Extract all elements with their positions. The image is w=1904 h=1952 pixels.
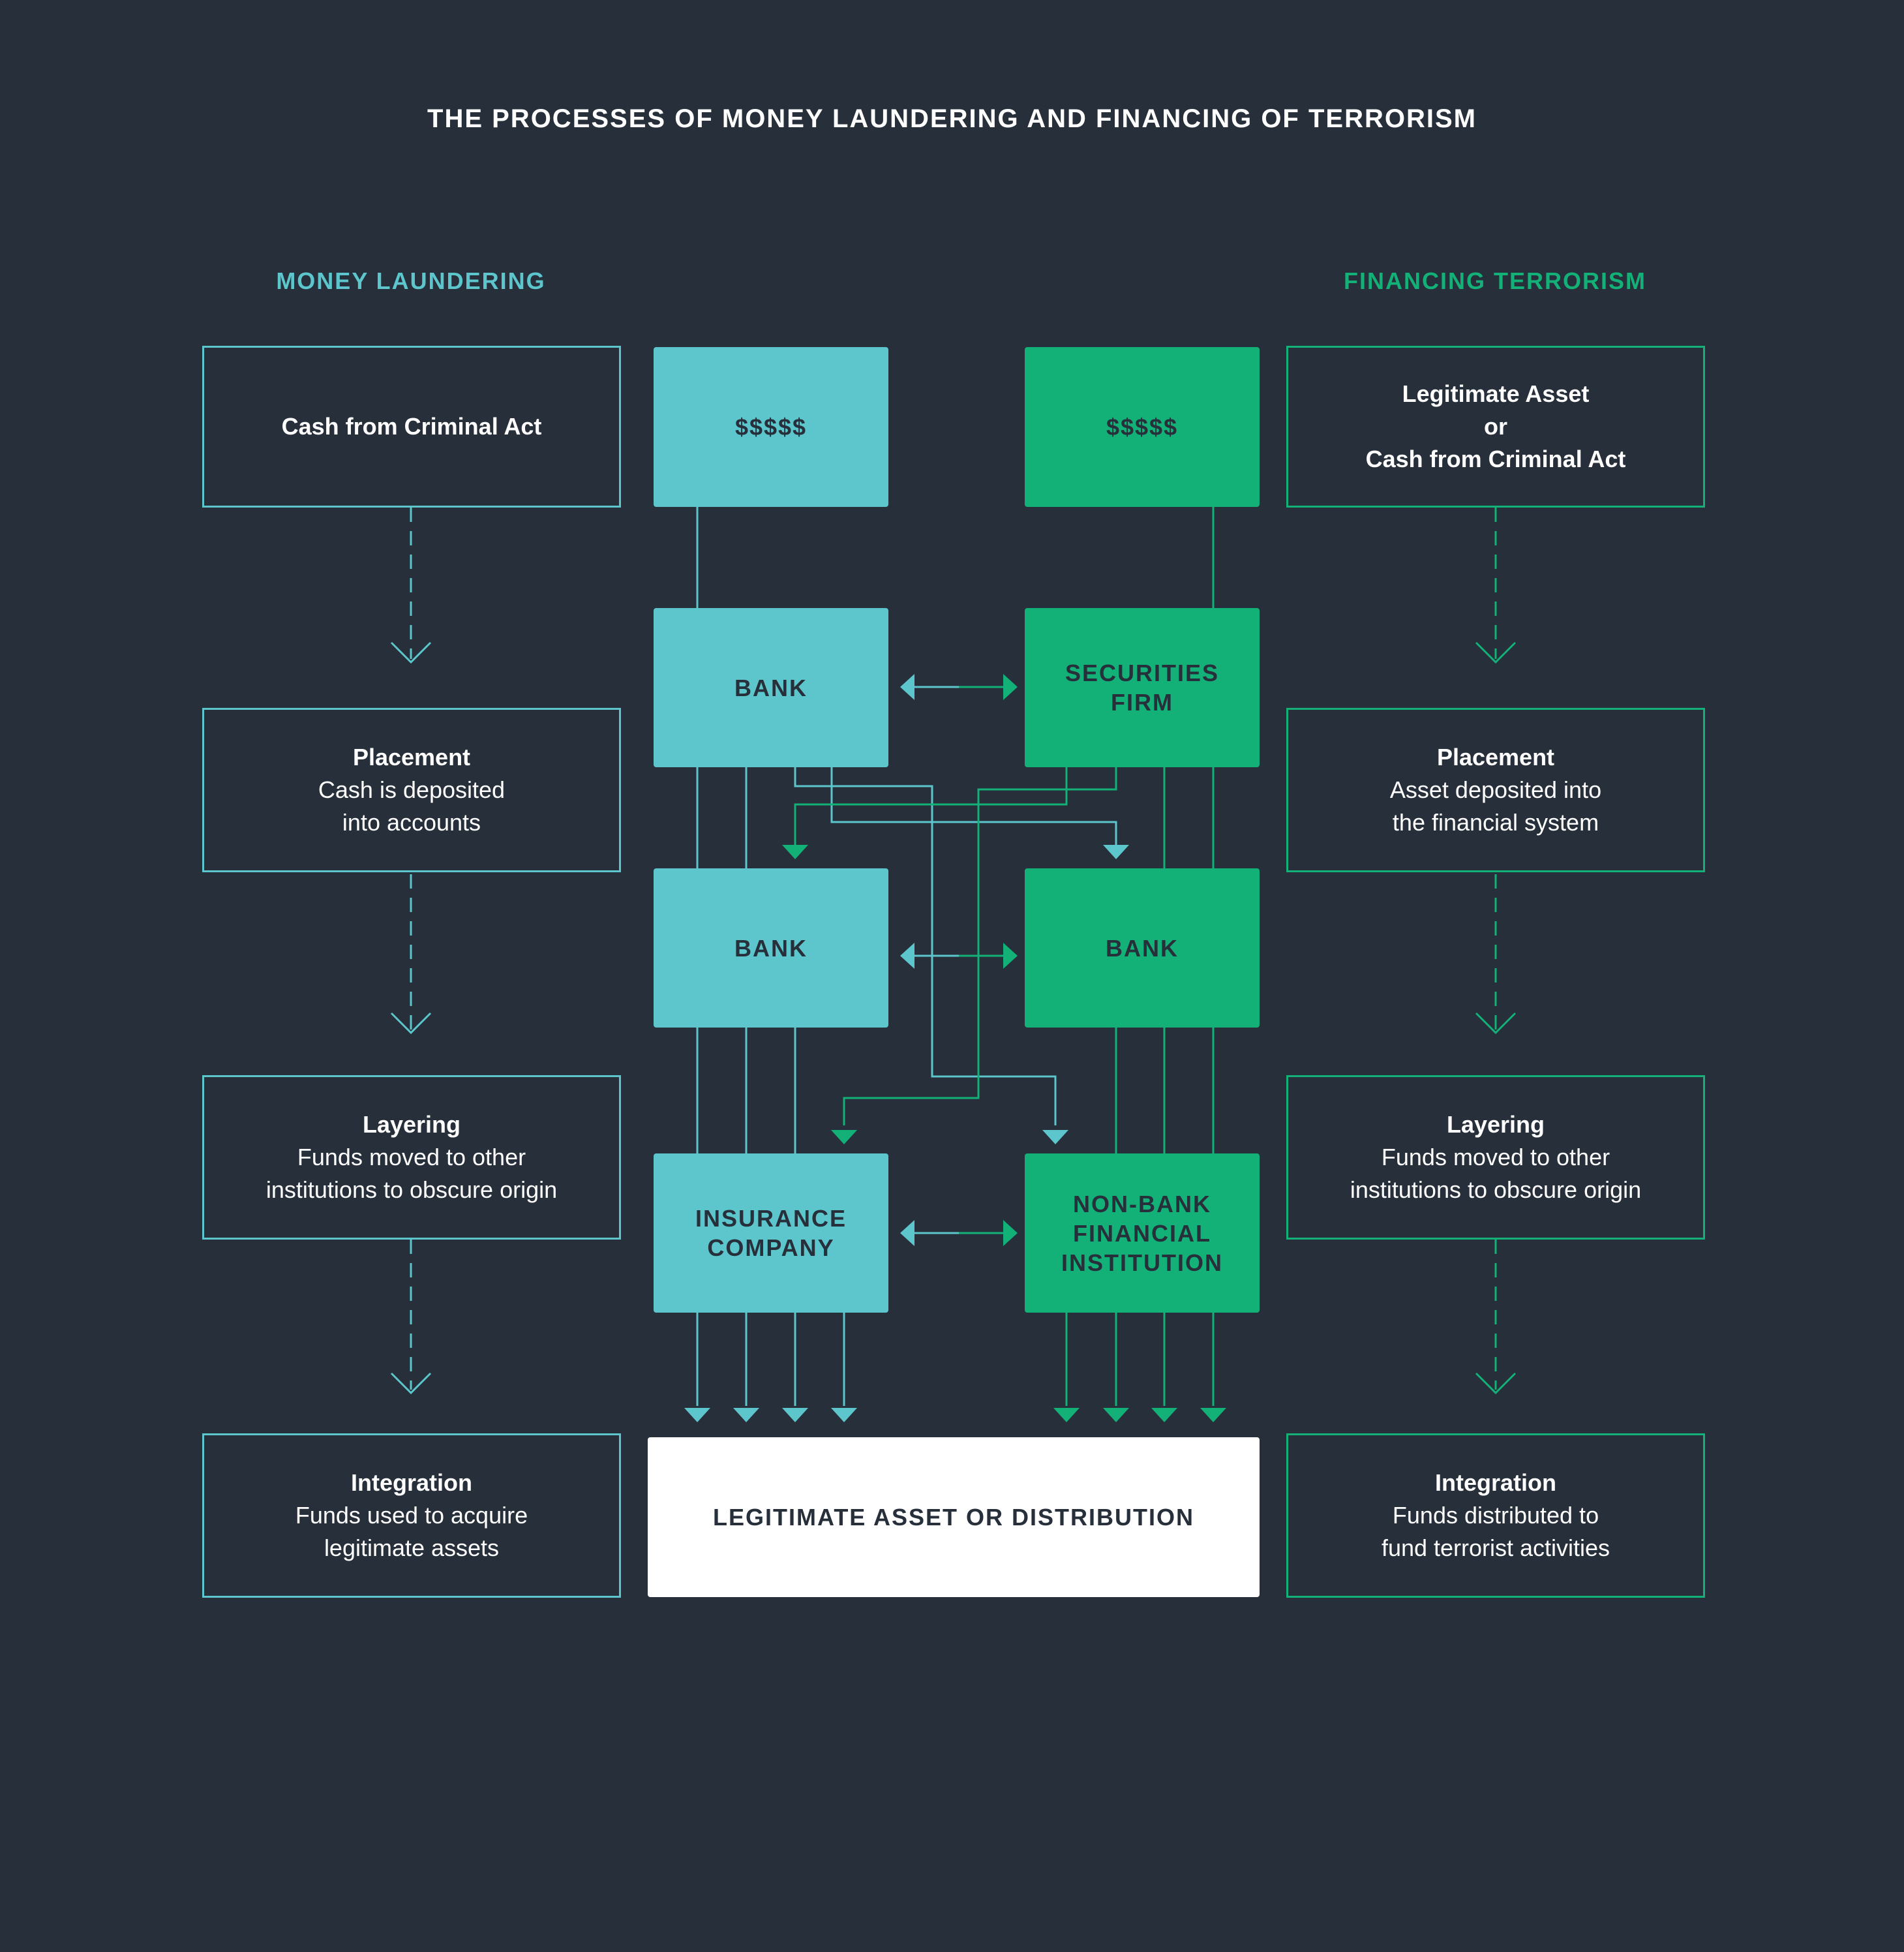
ft-source-line2: or: [1484, 413, 1507, 440]
ml-bank-1-box: BANK: [654, 608, 888, 767]
insurance-company-line1: INSURANCE: [695, 1205, 847, 1232]
ft-placement-line1: Asset deposited into: [1389, 776, 1602, 803]
ml-integration-title: Integration: [351, 1469, 472, 1496]
ml-source-title: Cash from Criminal Act: [281, 413, 542, 440]
ml-bank-2-label: BANK: [734, 934, 808, 962]
ft-integration-line1: Funds distributed to: [1392, 1502, 1599, 1529]
ml-placement-line2: into accounts: [342, 809, 481, 836]
securities-firm-line1: SECURITIES: [1065, 660, 1220, 686]
non-bank-line1: NON-BANK: [1073, 1190, 1211, 1217]
ft-arrowheads: [782, 674, 1226, 1422]
ft-bank-label: BANK: [1106, 934, 1179, 962]
ml-arrowheads: [684, 674, 1129, 1422]
ml-cash-label: $$$$$: [734, 414, 808, 440]
ml-bank-1-label: BANK: [734, 674, 808, 701]
ml-layering-line2: institutions to obscure origin: [265, 1176, 558, 1203]
ml-placement-title: Placement: [352, 744, 471, 770]
ml-placement-line1: Cash is deposited: [318, 776, 506, 803]
page-title: THE PROCESSES OF MONEY LAUNDERING AND FI…: [427, 104, 1477, 133]
ft-source-line1: Legitimate Asset: [1402, 380, 1590, 407]
ft-integration-title: Integration: [1435, 1469, 1556, 1496]
non-bank-box: NON-BANK FINANCIAL INSTITUTION: [1025, 1153, 1260, 1313]
ft-cash-box: $$$$$: [1025, 347, 1260, 507]
financing-terrorism-heading: FINANCING TERRORISM: [1344, 267, 1646, 294]
ml-source-box: Cash from Criminal Act: [202, 346, 621, 508]
securities-firm-line2: FIRM: [1111, 689, 1173, 716]
ml-integration-line1: Funds used to acquire: [295, 1502, 528, 1529]
ft-placement-line2: the financial system: [1392, 809, 1599, 836]
ft-layering-title: Layering: [1446, 1111, 1545, 1138]
ft-placement-box: Placement Asset deposited into the finan…: [1286, 708, 1705, 872]
non-bank-line3: INSTITUTION: [1061, 1249, 1223, 1276]
non-bank-line2: FINANCIAL: [1073, 1219, 1211, 1247]
ft-placement-title: Placement: [1436, 744, 1555, 770]
ml-layering-line1: Funds moved to other: [297, 1144, 526, 1170]
insurance-company-box: INSURANCE COMPANY: [654, 1153, 888, 1313]
money-laundering-heading: MONEY LAUNDERING: [276, 267, 546, 294]
ml-integration-box: Integration Funds used to acquire legiti…: [202, 1433, 621, 1598]
securities-firm-box: SECURITIES FIRM: [1025, 608, 1260, 767]
ml-integration-line2: legitimate assets: [324, 1534, 500, 1561]
ft-source-box: Legitimate Asset or Cash from Criminal A…: [1286, 346, 1705, 508]
ft-integration-box: Integration Funds distributed to fund te…: [1286, 1433, 1705, 1598]
ft-bank-box: BANK: [1025, 868, 1260, 1028]
ml-cash-box: $$$$$: [654, 347, 888, 507]
destination-label: LEGITIMATE ASSET OR DISTRIBUTION: [713, 1503, 1194, 1531]
destination-box: LEGITIMATE ASSET OR DISTRIBUTION: [648, 1437, 1260, 1597]
ft-layering-box: Layering Funds moved to other institutio…: [1286, 1075, 1705, 1240]
ft-layering-line1: Funds moved to other: [1381, 1144, 1610, 1170]
ft-integration-line2: fund terrorist activities: [1381, 1534, 1610, 1561]
ml-layering-title: Layering: [362, 1111, 461, 1138]
ml-bank-2-box: BANK: [654, 868, 888, 1028]
ft-layering-line2: institutions to obscure origin: [1350, 1176, 1642, 1203]
ft-source-line3: Cash from Criminal Act: [1365, 446, 1626, 472]
insurance-company-line2: COMPANY: [707, 1234, 835, 1261]
ml-layering-box: Layering Funds moved to other institutio…: [202, 1075, 621, 1240]
ml-placement-box: Placement Cash is deposited into account…: [202, 708, 621, 872]
ft-cash-label: $$$$$: [1106, 414, 1179, 440]
